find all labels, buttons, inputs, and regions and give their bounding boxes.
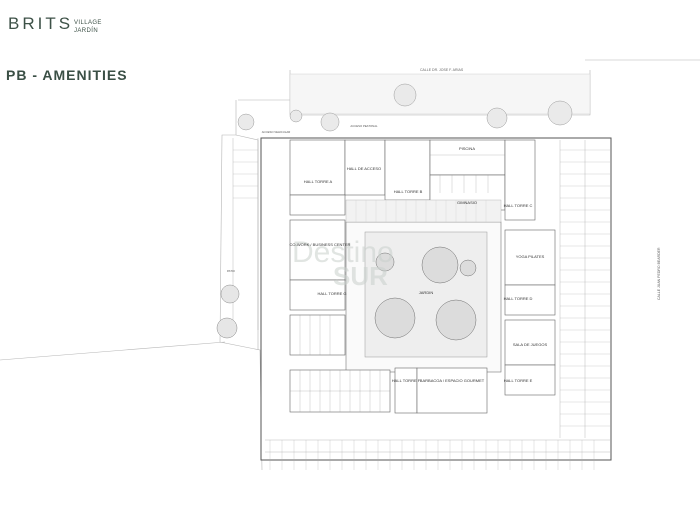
label-yoga: YOGA PILATES: [516, 254, 545, 259]
page-title: PB - AMENITIES: [6, 67, 128, 83]
label-jardin: JARDIN: [419, 290, 434, 295]
parking-stalls-left: [233, 149, 258, 199]
patio-trees: [216, 284, 240, 339]
walkway: [345, 199, 502, 223]
label-hall-torre-c: HALL TORRE C: [504, 203, 533, 208]
label-hall-torre-b: HALL TORRE B: [394, 189, 423, 194]
brand-logo: BRITS: [8, 14, 74, 33]
label-hall-torre-g: HALL TORRE G: [317, 291, 346, 296]
unit-dividers: [290, 154, 505, 412]
label-hall-torre-f: HALL TORRE F: [392, 378, 421, 383]
label-cowork: CO-WORK / BUSINESS CENTER: [290, 242, 351, 247]
street-east-label: CALLE JUAN PEDRO BEARDER: [657, 247, 661, 300]
label-hall-de-acceso: HALL DE ACCESO: [347, 166, 381, 171]
walkway-grid: [355, 200, 487, 222]
label-gimnasio: GIMNASIO: [457, 200, 477, 205]
label-piscina: PISCINA: [459, 146, 475, 151]
label-patio: PATIO: [227, 269, 236, 273]
label-acceso-vehicular: ACCESO VEHICULAR: [262, 130, 291, 134]
garden-trees: [374, 246, 477, 341]
brand-subtitle: VILLAGE JARDÍN: [74, 19, 102, 35]
brand-sub-line1: VILLAGE: [74, 20, 102, 26]
label-hall-torre-e: HALL TORRE E: [504, 378, 533, 383]
label-hall-torre-a: HALL TORRE A: [304, 179, 333, 184]
label-sala-juegos: SALA DE JUEGOS: [513, 342, 548, 347]
watermark-destino: Destino: [292, 236, 394, 269]
watermark-sur: SUR: [333, 261, 388, 291]
label-barbacoa: BARBACOA / ESPACIO GOURMET: [420, 378, 485, 383]
street-north-label: CALLE DR. JOSE F. ARIAS: [420, 68, 464, 72]
label-acceso-peatonal: ACCESO PEATONAL: [350, 124, 378, 128]
parking-stalls-right: [560, 149, 612, 427]
street-north-band: [289, 73, 591, 115]
trees-north: [237, 83, 573, 132]
parking-stalls-bottom: [269, 440, 595, 470]
brand-sub-line2: JARDÍN: [74, 28, 99, 34]
label-hall-torre-d: HALL TORRE D: [504, 296, 533, 301]
